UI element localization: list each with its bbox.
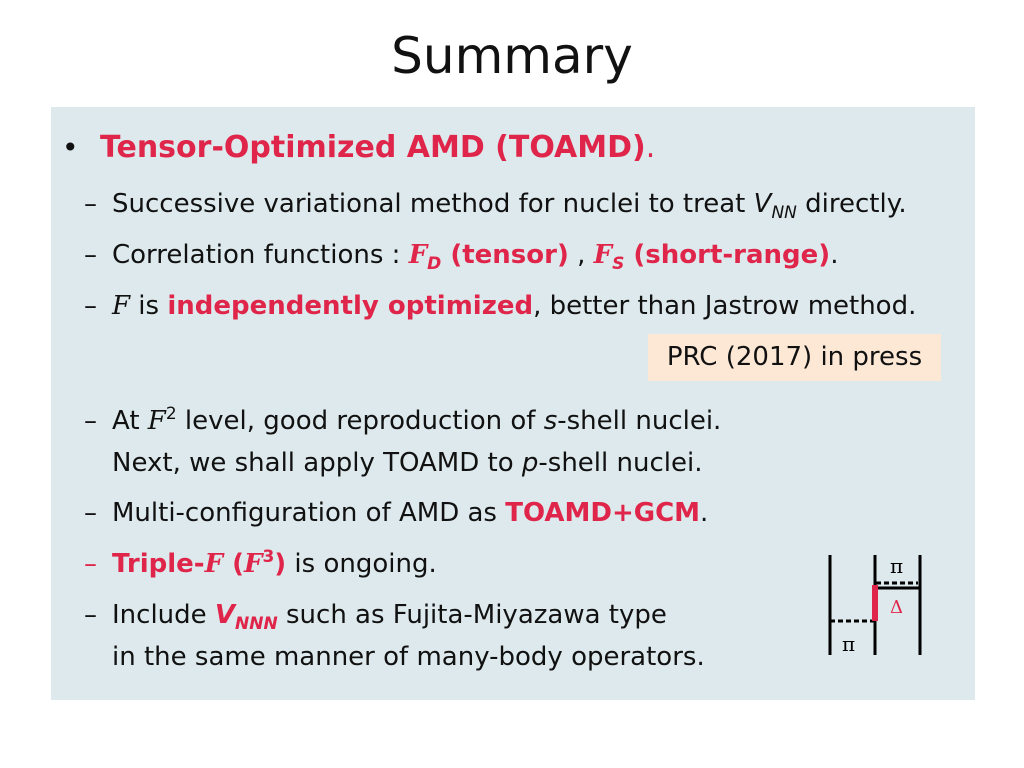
item-multi-configuration: –Multi-configuration of AMD as TOAMD+GCM… <box>84 498 709 528</box>
summary-box <box>51 107 975 700</box>
dash: – <box>84 549 97 579</box>
item-include-vnnn: –Include VNNN such as Fujita-Miyazawa ty… <box>84 600 667 634</box>
heading-text: Tensor-Optimized AMD (TOAMD) <box>100 130 646 165</box>
toamd-heading: Tensor-Optimized AMD (TOAMD). <box>100 132 655 164</box>
item-f2-level: –At F2 level, good reproduction of s-she… <box>84 404 722 436</box>
pi-bottom-label: π <box>842 632 855 656</box>
item-independently-optimized: –F is independently optimized, better th… <box>84 291 917 321</box>
bullet-dot: • <box>62 131 79 164</box>
dash: – <box>84 406 97 436</box>
dash: – <box>84 291 97 321</box>
item-f2-level-continued: Next, we shall apply TOAMD to p-shell nu… <box>112 448 703 478</box>
item-include-vnnn-continued: in the same manner of many-body operator… <box>112 642 705 672</box>
pi-top-label: π <box>890 554 903 578</box>
item-variational-method: –Successive variational method for nucle… <box>84 189 907 223</box>
heading-period: . <box>645 130 656 165</box>
dash: – <box>84 498 97 528</box>
dash: – <box>84 600 97 630</box>
item-triple-f: –Triple-F (F3) is ongoing. <box>84 547 437 579</box>
delta-label: Δ <box>890 597 903 618</box>
dash: – <box>84 240 97 270</box>
three-body-force-diagram: π Δ π <box>828 554 922 656</box>
dash: – <box>84 189 97 219</box>
page-title: Summary <box>391 27 633 85</box>
prc-badge: PRC (2017) in press <box>648 334 941 381</box>
item-correlation-functions: –Correlation functions : FD (tensor) , F… <box>84 240 839 274</box>
